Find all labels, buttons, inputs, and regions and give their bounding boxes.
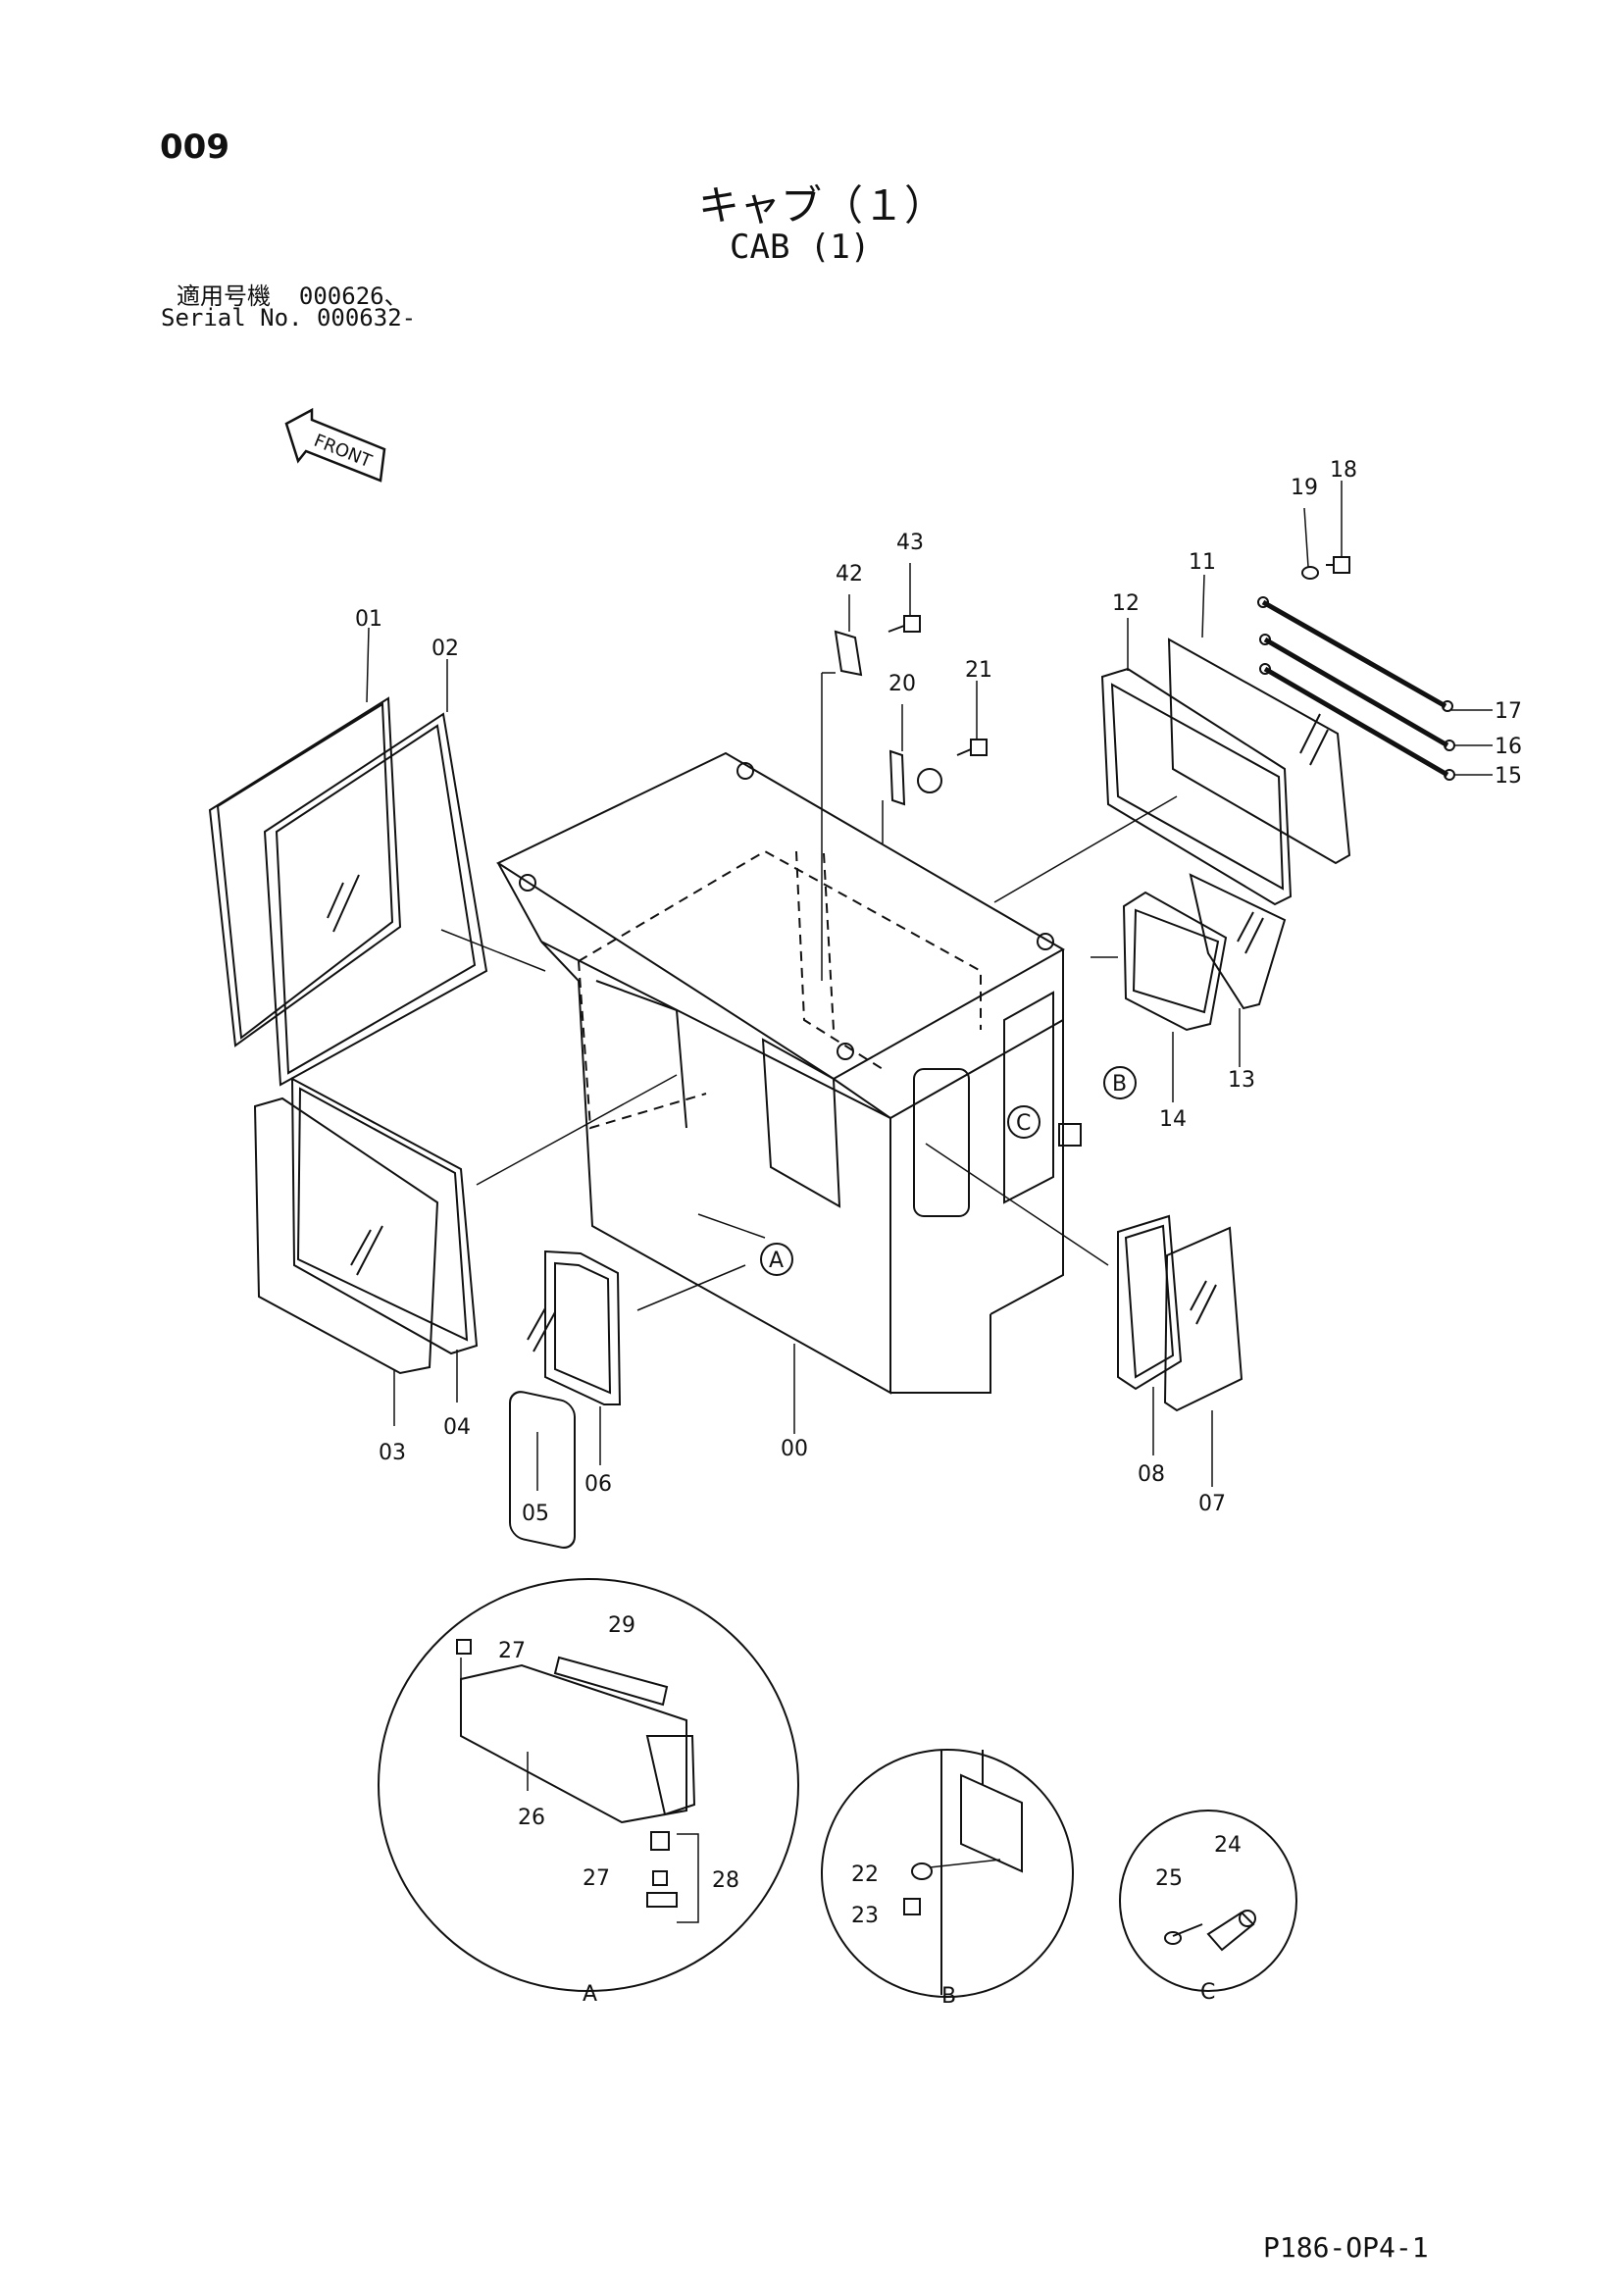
callout-a [760, 1243, 793, 1276]
detail-b-circle [821, 1749, 1074, 1998]
part-label-25: 25 [1155, 1866, 1183, 1891]
part-label-14: 14 [1159, 1107, 1187, 1132]
stay-rods [1257, 596, 1455, 781]
bolt-18 [1326, 556, 1350, 574]
serial-value-2: 000632- [316, 304, 417, 332]
bolt-43 [888, 615, 921, 633]
window-seal-02 [263, 712, 488, 1087]
part-label-21: 21 [965, 658, 992, 683]
cab-body [495, 751, 1066, 1395]
window-seal-12 [1100, 667, 1293, 906]
part-label-20: 20 [888, 672, 916, 696]
part-label-06: 06 [584, 1472, 612, 1497]
part-label-27-lower: 27 [583, 1866, 610, 1891]
part-label-18: 18 [1330, 458, 1357, 483]
part-label-43: 43 [896, 531, 924, 555]
window-seal-08 [1117, 1214, 1183, 1391]
window-glass-11 [1167, 638, 1351, 865]
part-label-04: 04 [443, 1415, 471, 1440]
part-label-17: 17 [1495, 699, 1522, 724]
window-glass-07 [1163, 1226, 1243, 1412]
window-glass-13 [1189, 873, 1287, 1010]
front-arrow-icon: FRONT [284, 407, 386, 483]
detail-c-label: C [1200, 1980, 1215, 2005]
part-label-26: 26 [518, 1806, 545, 1830]
detail-a-label: A [583, 1982, 597, 2007]
serial-line-english: Serial No. 000632- [161, 304, 416, 332]
callout-c-letter: C [1016, 1111, 1031, 1136]
bracket-42 [834, 630, 863, 677]
leader-lines [366, 481, 1493, 1491]
part-label-42: 42 [836, 562, 863, 587]
part-label-12: 12 [1112, 591, 1140, 616]
part-label-13: 13 [1228, 1068, 1255, 1093]
part-label-27-top: 27 [498, 1639, 526, 1663]
part-label-24: 24 [1214, 1833, 1242, 1858]
detail-b-label: B [941, 1984, 956, 2009]
part-label-22: 22 [851, 1862, 879, 1887]
detail-a-circle [378, 1578, 799, 1992]
part-label-11: 11 [1189, 550, 1216, 575]
part-labels: 00 01 02 03 04 05 06 07 08 11 12 13 14 1… [355, 458, 1522, 2009]
title-japanese: キャブ（１） [698, 181, 946, 230]
window-seal-06 [544, 1250, 622, 1405]
window-seal-14 [1122, 891, 1228, 1032]
part-label-28: 28 [712, 1868, 739, 1893]
serial-line-japanese: 適用号機 000626、 [177, 277, 408, 311]
part-label-29: 29 [608, 1613, 635, 1638]
part-label-05: 05 [522, 1502, 549, 1526]
window-glass-03 [253, 1097, 439, 1375]
part-label-19: 19 [1291, 476, 1318, 500]
window-seal-04 [290, 1077, 479, 1355]
part-label-00: 00 [781, 1437, 808, 1461]
part-label-16: 16 [1495, 735, 1522, 759]
bolt-21 [956, 739, 988, 756]
part-label-23: 23 [851, 1904, 879, 1928]
window-glass-01 [208, 696, 402, 1047]
damper-20 [888, 749, 942, 806]
washer-19 [1301, 566, 1319, 580]
serial-value-1: 000626、 [298, 282, 408, 310]
callout-b [1103, 1066, 1137, 1099]
part-label-02: 02 [431, 637, 459, 661]
callout-b-letter: B [1112, 1072, 1127, 1097]
part-label-07: 07 [1198, 1492, 1226, 1516]
title-english: CAB (1) [730, 228, 871, 267]
reference-code: P186-OP4-1 [1263, 2231, 1429, 2264]
part-label-15: 15 [1495, 764, 1522, 789]
serial-label-jp: 適用号機 [177, 282, 271, 310]
page-number: 009 [160, 128, 229, 167]
serial-label-en: Serial No. [161, 304, 303, 332]
detail-c-circle [1119, 1810, 1297, 1992]
part-label-01: 01 [355, 607, 382, 632]
part-label-03: 03 [379, 1441, 406, 1465]
callout-c [1007, 1105, 1040, 1139]
callout-a-letter: A [769, 1249, 784, 1273]
bracket-b-marker [1058, 1123, 1082, 1147]
part-label-08: 08 [1138, 1462, 1165, 1487]
